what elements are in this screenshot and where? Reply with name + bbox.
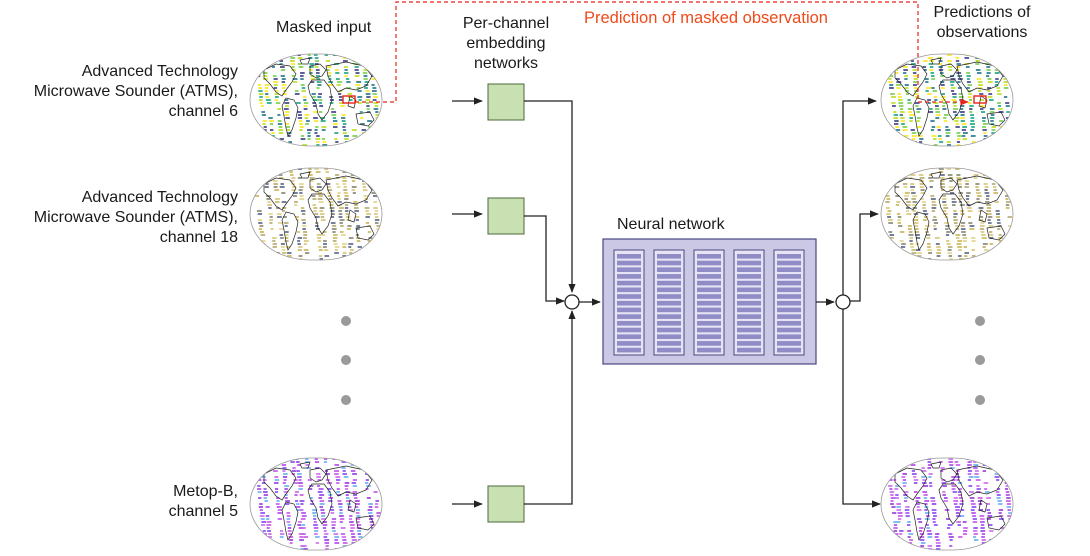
- arrow-embed-to-merge: [524, 215, 565, 305]
- input-label-line: channel 6: [168, 103, 238, 120]
- neural-network-label: Neural network: [617, 216, 725, 233]
- input-label-line: channel 5: [168, 503, 238, 520]
- embedding-network-box: [487, 197, 525, 235]
- input-map-atms-18: [249, 167, 383, 261]
- ellipsis-dot: [975, 395, 985, 405]
- input-label-line: channel 18: [159, 229, 238, 246]
- header-line: networks: [473, 55, 539, 72]
- masked-region-box: [342, 95, 356, 104]
- map-outline: [880, 457, 1014, 551]
- map-outline: [249, 167, 383, 261]
- map-outline: [880, 53, 1014, 147]
- ellipsis-dot: [975, 355, 985, 365]
- map-outline: [249, 457, 383, 551]
- ellipsis-dot: [975, 316, 985, 326]
- per-channel-header: Per-channel embedding networks: [446, 14, 566, 74]
- input-label-line: Microwave Sounder (ATMS),: [33, 83, 238, 100]
- input-label-atms-18: Advanced Technology Microwave Sounder (A…: [0, 188, 238, 248]
- prediction-dashed-path: [355, 1, 969, 106]
- predictions-header: Predictions of observations: [912, 3, 1052, 43]
- output-map-atms-6: [880, 53, 1014, 147]
- ellipsis-dot: [341, 355, 351, 365]
- input-label-line: Microwave Sounder (ATMS),: [33, 209, 238, 226]
- arrow-split-to-output: [842, 97, 877, 295]
- arrow-embed-to-merge: [524, 310, 576, 505]
- map-outline: [249, 53, 383, 147]
- arrow-split-to-output: [842, 309, 881, 508]
- prediction-masked-header: Prediction of masked observation: [584, 9, 828, 27]
- header-line: Per-channel: [462, 15, 550, 32]
- input-map-metop-b-5: [249, 457, 383, 551]
- input-label-metop-b-5: Metop-B, channel 5: [0, 482, 238, 522]
- output-map-metop-b-5: [880, 457, 1014, 551]
- predicted-region-box: [973, 95, 987, 104]
- output-map-atms-18: [880, 167, 1014, 261]
- header-line: observations: [936, 24, 1028, 41]
- input-label-line: Advanced Technology: [81, 189, 238, 206]
- masked-input-header: Masked input: [276, 19, 372, 36]
- input-label-line: Metop-B,: [173, 483, 238, 500]
- merge-node: [564, 294, 580, 310]
- neural-network-layers: [613, 249, 805, 356]
- ellipsis-dot: [341, 395, 351, 405]
- arrow-embed-to-merge: [524, 100, 576, 293]
- ellipsis-dot: [341, 316, 351, 326]
- header-line: embedding: [466, 35, 546, 52]
- arrow-split-to-output: [850, 210, 879, 302]
- embedding-network-box: [487, 485, 525, 523]
- map-outline: [880, 167, 1014, 261]
- embedding-network-box: [487, 83, 525, 121]
- input-label-atms-6: Advanced Technology Microwave Sounder (A…: [0, 62, 238, 122]
- header-line: Predictions of: [933, 4, 1031, 21]
- split-node: [835, 294, 851, 310]
- input-label-line: Advanced Technology: [81, 63, 238, 80]
